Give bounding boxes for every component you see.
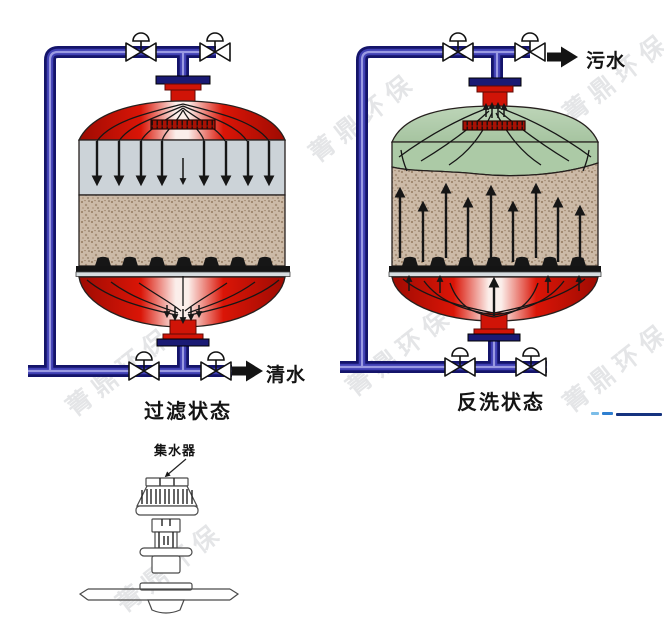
backwash-state-caption: 反洗状态 (457, 392, 545, 414)
backwash-bottom-flange (467, 312, 521, 342)
backwash-up-arrows (394, 182, 586, 262)
collector-label: 集水器 (153, 443, 196, 458)
filter-bottom-flange (156, 319, 210, 347)
filter-top-flange (155, 75, 211, 104)
collector-cap (135, 477, 199, 516)
filter-diagram-graphic (28, 32, 291, 382)
clean-water-label: 清水 (266, 365, 307, 386)
backwash-top-flange (468, 77, 522, 108)
backwash-inlet-flow-lines (402, 274, 586, 318)
filter-distributor (150, 119, 216, 130)
filter-outlet-flow-lines (86, 276, 280, 325)
backwash-distributor (462, 120, 526, 131)
waste-water-arrow-icon (547, 46, 578, 68)
filter-state-caption: 过滤状态 (144, 401, 232, 423)
underline-mark-dark (616, 413, 662, 416)
filter-water-zone (78, 139, 286, 196)
collector-pointer-arrow (164, 458, 187, 478)
underline-mark-mid (602, 412, 613, 415)
underline-mark-light (591, 412, 599, 415)
backwash-diagram-graphic (340, 32, 602, 377)
collector-stem (139, 518, 193, 574)
clean-water-arrow-icon (232, 360, 263, 382)
filter-media-bed (78, 194, 286, 267)
waste-water-label: 污水 (586, 51, 627, 72)
collector-plate (78, 582, 240, 614)
backwash-outlet-flow-lines (398, 101, 592, 172)
collector-detail-graphic (78, 458, 240, 614)
filter-down-arrows (91, 141, 275, 187)
